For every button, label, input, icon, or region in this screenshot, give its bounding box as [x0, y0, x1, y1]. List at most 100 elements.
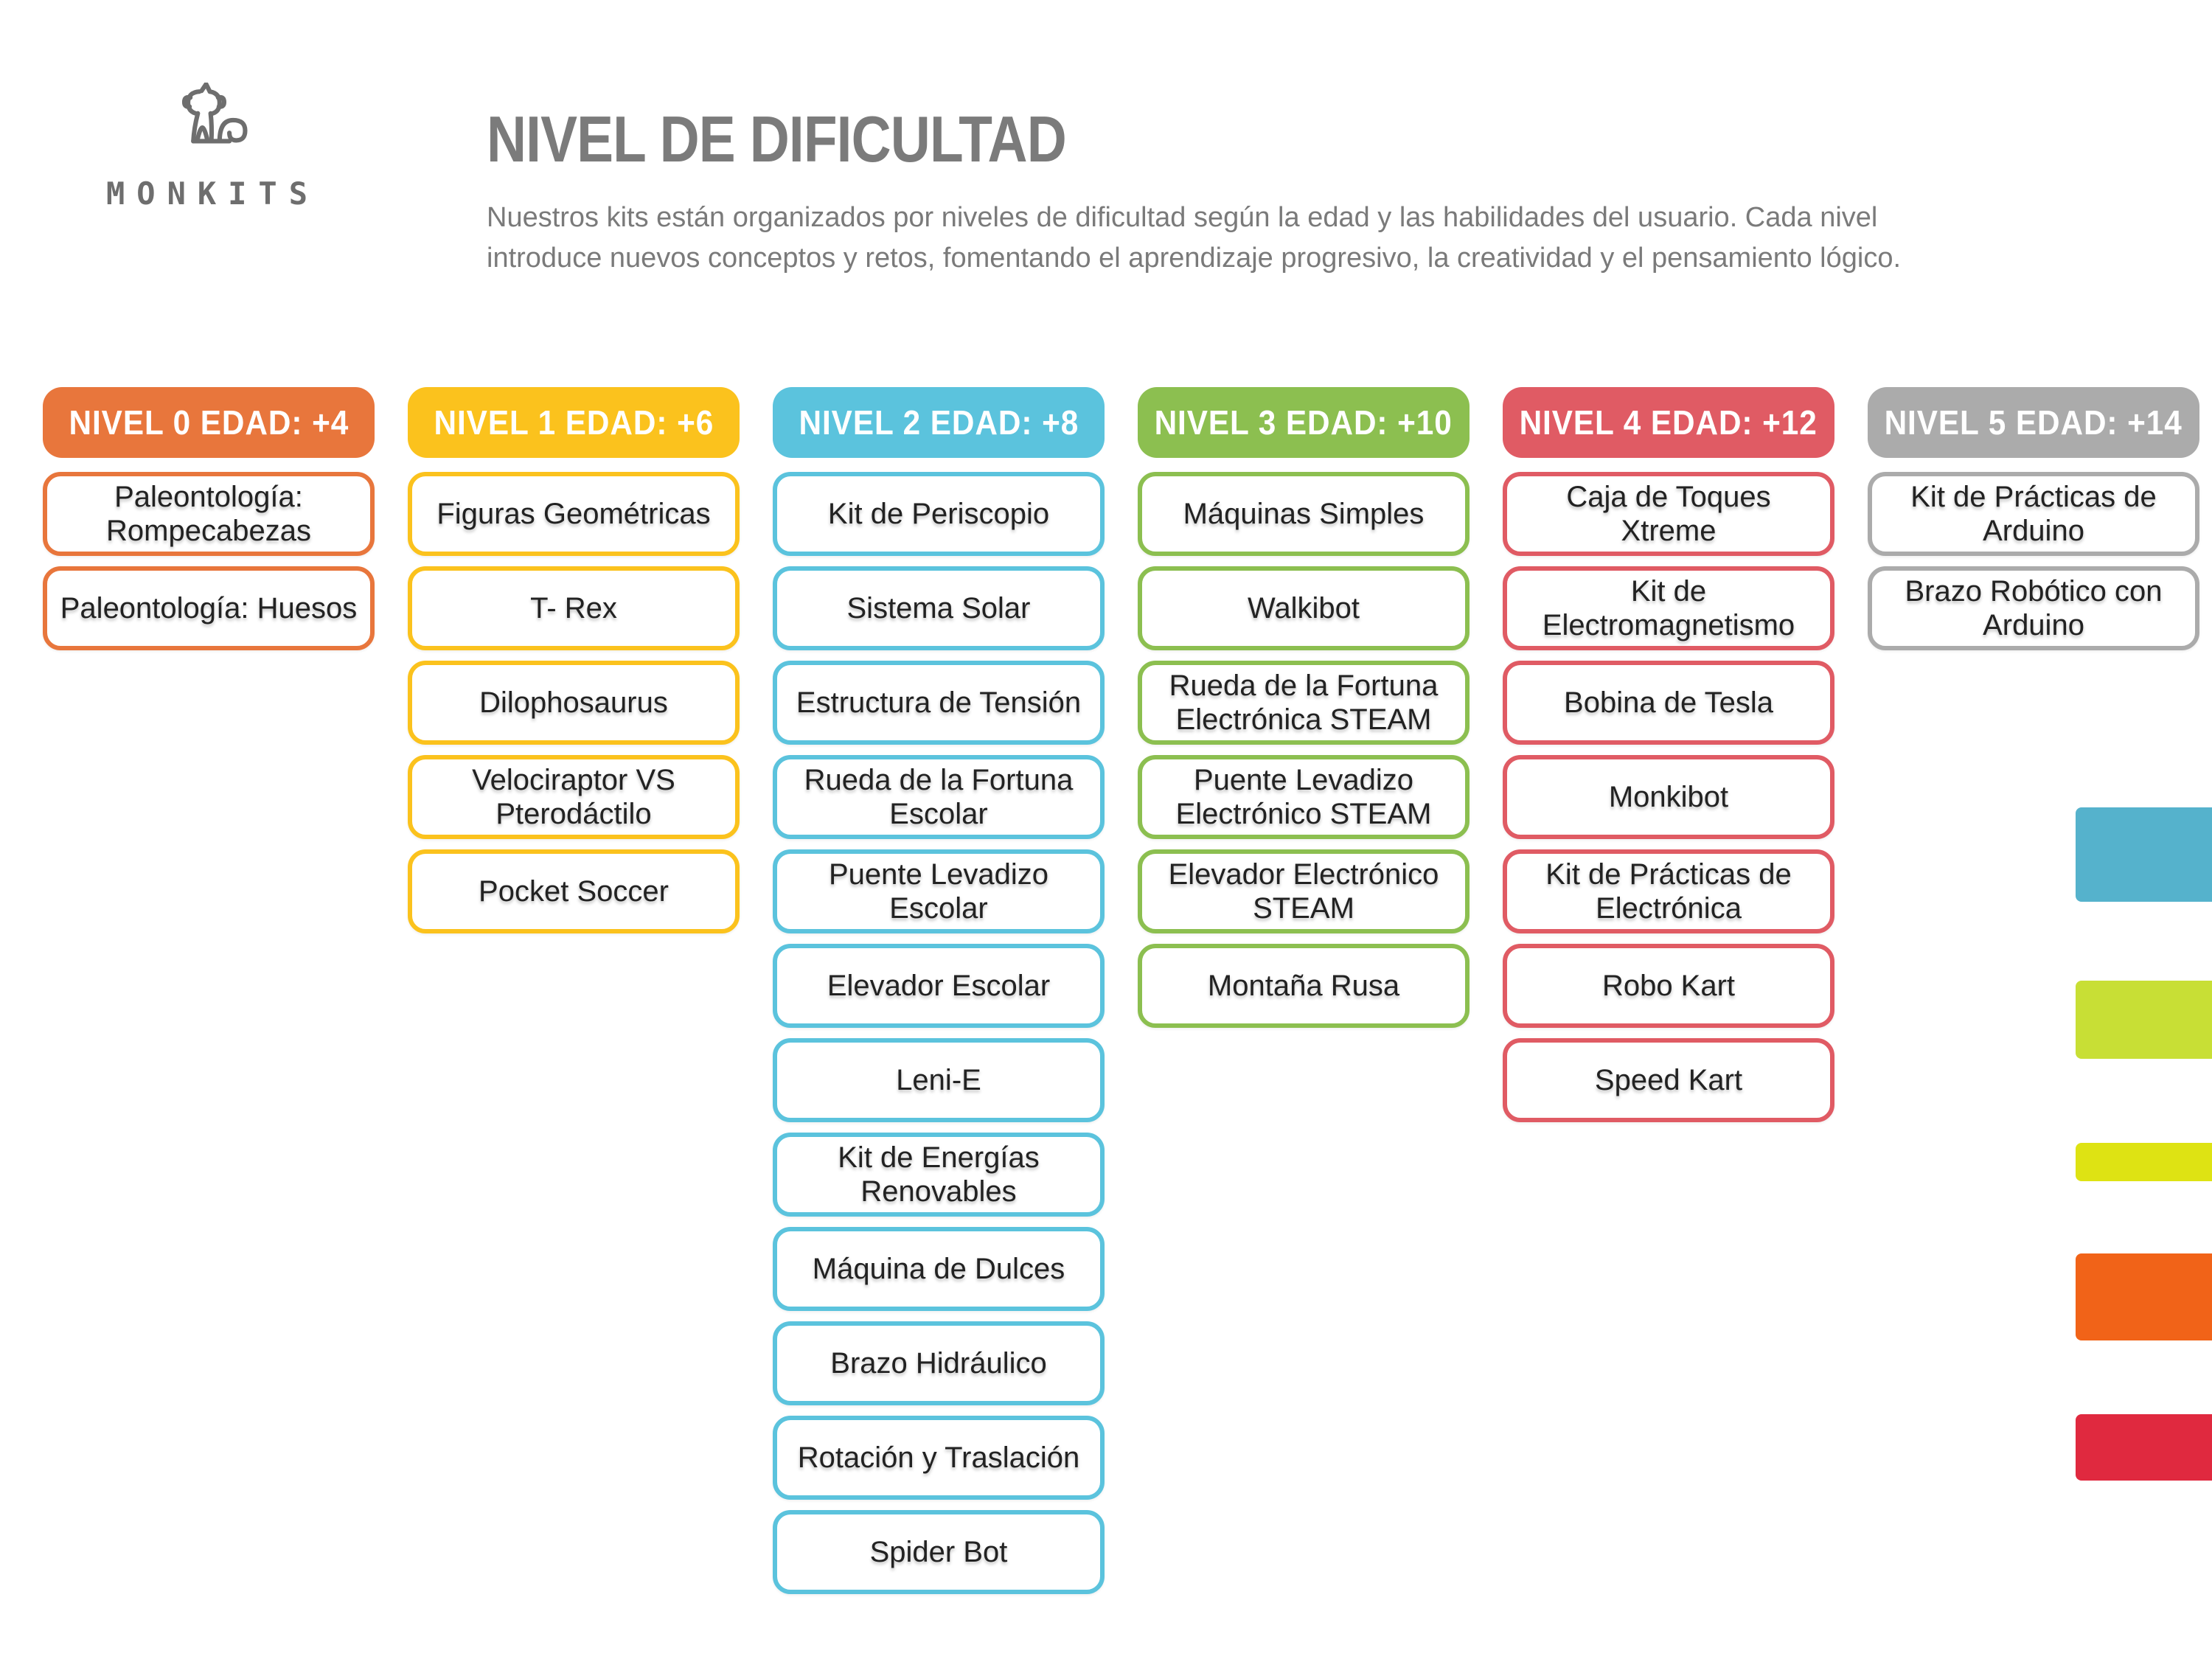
- kit-item-label: Walkibot: [1248, 591, 1360, 625]
- monkey-tail: [217, 117, 248, 144]
- level-4-header-label: NIVEL 4 EDAD: +12: [1519, 403, 1818, 442]
- kit-item: Rotación y Traslación: [773, 1416, 1105, 1500]
- kit-item-label: Máquina de Dulces: [812, 1252, 1065, 1285]
- kit-item-label: Máquinas Simples: [1183, 497, 1425, 530]
- kit-item: Bobina de Tesla: [1503, 661, 1834, 745]
- kit-item-label: Kit de Prácticas de Electrónica: [1545, 858, 1792, 925]
- kit-item: Brazo Robótico con Arduino: [1868, 566, 2199, 650]
- kit-item: Monkibot: [1503, 755, 1834, 839]
- kit-item-label: Elevador Electrónico STEAM: [1168, 858, 1439, 925]
- kit-item: Caja de Toques Xtreme: [1503, 472, 1834, 556]
- kit-item: Puente Levadizo Escolar: [773, 849, 1105, 933]
- monkey-ear-left: [181, 94, 192, 109]
- monkey-head: [185, 89, 222, 116]
- kit-item: Sistema Solar: [773, 566, 1105, 650]
- kit-item: Kit de Periscopio: [773, 472, 1105, 556]
- kit-item: T- Rex: [408, 566, 740, 650]
- kit-item-label: Kit de Energías Renovables: [838, 1141, 1040, 1208]
- kit-item: Kit de Electromagnetismo: [1503, 566, 1834, 650]
- kit-item-label: Brazo Robótico con Arduino: [1905, 574, 2163, 641]
- kit-item: Figuras Geométricas: [408, 472, 740, 556]
- kit-item: Speed Kart: [1503, 1038, 1834, 1122]
- kit-item: Paleontología: Huesos: [43, 566, 375, 650]
- kit-item-label: Pocket Soccer: [479, 874, 669, 908]
- kit-item: Elevador Escolar: [773, 944, 1105, 1028]
- level-5-header: NIVEL 5 EDAD: +14: [1868, 387, 2199, 458]
- kit-item: Robo Kart: [1503, 944, 1834, 1028]
- kit-item-label: Speed Kart: [1594, 1063, 1743, 1096]
- level-4-header: NIVEL 4 EDAD: +12: [1503, 387, 1834, 458]
- kit-item-label: Kit de Periscopio: [827, 497, 1050, 530]
- kit-item-label: Monkibot: [1608, 780, 1729, 813]
- kit-item-label: Leni-E: [896, 1063, 981, 1096]
- kit-item-label: Bobina de Tesla: [1564, 686, 1773, 719]
- kit-item-label: T- Rex: [530, 591, 617, 625]
- edge-tab-red: [2076, 1414, 2212, 1481]
- level-5-header-label: NIVEL 5 EDAD: +14: [1884, 403, 2183, 442]
- kit-item: Puente Levadizo Electrónico STEAM: [1138, 755, 1470, 839]
- kit-item: Máquina de Dulces: [773, 1227, 1105, 1311]
- kit-item-label: Montaña Rusa: [1207, 969, 1400, 1002]
- kit-item: Velociraptor VS Pterodáctilo: [408, 755, 740, 839]
- kit-item: Montaña Rusa: [1138, 944, 1470, 1028]
- kit-item-label: Caja de Toques Xtreme: [1566, 480, 1771, 547]
- level-1-header: NIVEL 1 EDAD: +6: [408, 387, 740, 458]
- kit-item: Walkibot: [1138, 566, 1470, 650]
- level-column-0: NIVEL 0 EDAD: +4 Paleontología: Rompecab…: [43, 387, 375, 650]
- kit-item: Elevador Electrónico STEAM: [1138, 849, 1470, 933]
- kit-item-label: Rueda de la Fortuna Escolar: [804, 763, 1074, 830]
- kit-item: Pocket Soccer: [408, 849, 740, 933]
- kit-item-label: Puente Levadizo Escolar: [828, 858, 1048, 925]
- kit-item-label: Kit de Prácticas de Arduino: [1910, 480, 2157, 547]
- kit-item: Brazo Hidráulico: [773, 1321, 1105, 1405]
- monkey-ear-right: [215, 94, 226, 109]
- brand-wordmark: MONKITS: [106, 175, 320, 212]
- kit-item-label: Rueda de la Fortuna Electrónica STEAM: [1169, 669, 1439, 736]
- monkey-leg-right: [208, 111, 214, 144]
- kit-item-label: Brazo Hidráulico: [830, 1346, 1047, 1380]
- edge-tab-orange: [2076, 1253, 2212, 1340]
- kit-item-label: Paleontología: Huesos: [60, 591, 358, 625]
- kit-item-label: Estructura de Tensión: [796, 686, 1082, 719]
- level-0-header: NIVEL 0 EDAD: +4: [43, 387, 375, 458]
- kit-item: Estructura de Tensión: [773, 661, 1105, 745]
- kit-item-label: Sistema Solar: [846, 591, 1031, 625]
- edge-tab-blue: [2076, 807, 2212, 902]
- kit-item-label: Elevador Escolar: [827, 969, 1051, 1002]
- kit-item-label: Rotación y Traslación: [797, 1441, 1080, 1474]
- monkey-legs-arch: [194, 125, 210, 144]
- level-2-header: NIVEL 2 EDAD: +8: [773, 387, 1105, 458]
- kit-item-label: Dilophosaurus: [479, 686, 668, 719]
- level-column-5: NIVEL 5 EDAD: +14 Kit de Prácticas de Ar…: [1868, 387, 2199, 650]
- page-description: Nuestros kits están organizados por nive…: [487, 202, 1902, 274]
- kit-item: Kit de Prácticas de Electrónica: [1503, 849, 1834, 933]
- kit-item: Kit de Prácticas de Arduino: [1868, 472, 2199, 556]
- level-column-1: NIVEL 1 EDAD: +6 Figuras Geométricas T- R…: [408, 387, 740, 933]
- edge-tab-lime: [2076, 981, 2212, 1059]
- kit-item: Leni-E: [773, 1038, 1105, 1122]
- kit-item: Rueda de la Fortuna Escolar: [773, 755, 1105, 839]
- kit-item-label: Robo Kart: [1601, 969, 1736, 1002]
- kit-item-label: Kit de Electromagnetismo: [1542, 574, 1795, 641]
- edge-tab-yellow: [2076, 1143, 2212, 1181]
- monkey-tuft: [198, 83, 212, 94]
- monkey-icon: [181, 83, 248, 144]
- kit-item-label: Velociraptor VS Pterodáctilo: [472, 763, 675, 830]
- level-3-header: NIVEL 3 EDAD: +10: [1138, 387, 1470, 458]
- kit-item: Paleontología: Rompecabezas: [43, 472, 375, 556]
- kit-item: Máquinas Simples: [1138, 472, 1470, 556]
- kit-item-label: Paleontología: Rompecabezas: [106, 480, 311, 547]
- kit-item: Rueda de la Fortuna Electrónica STEAM: [1138, 661, 1470, 745]
- level-3-header-label: NIVEL 3 EDAD: +10: [1154, 403, 1453, 442]
- level-0-header-label: NIVEL 0 EDAD: +4: [69, 403, 349, 442]
- kit-item-label: Spider Bot: [869, 1535, 1008, 1568]
